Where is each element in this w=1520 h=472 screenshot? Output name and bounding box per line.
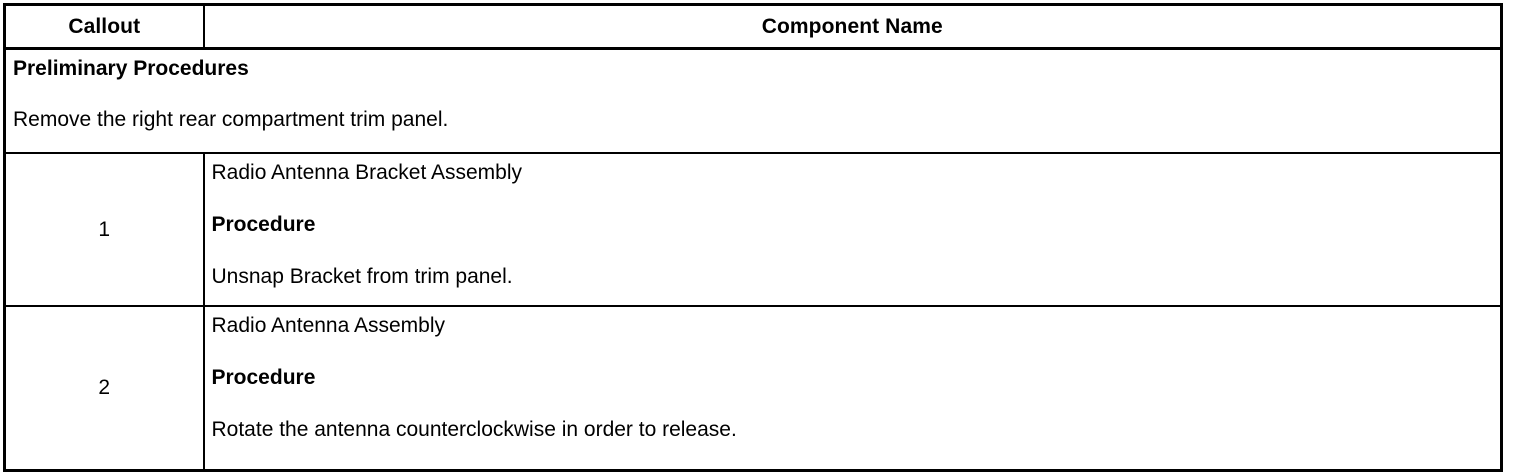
preliminary-procedures-row: Preliminary Procedures Remove the right … xyxy=(4,48,1502,154)
component-name: Radio Antenna Bracket Assembly xyxy=(211,161,523,184)
component-detail-cell: Radio Antenna Assembly Procedure Rotate … xyxy=(203,306,1502,471)
column-header-component-name: Component Name xyxy=(203,4,1502,50)
component-name: Radio Antenna Assembly xyxy=(211,314,445,337)
column-header-callout: Callout xyxy=(4,4,205,50)
procedure-text: Rotate the antenna counterclockwise in o… xyxy=(211,418,737,441)
procedure-text: Unsnap Bracket from trim panel. xyxy=(211,265,513,288)
procedure-label: Procedure xyxy=(211,213,316,236)
callout-number: 1 xyxy=(4,153,205,307)
procedure-label: Procedure xyxy=(211,366,316,389)
preliminary-procedures-cell: Preliminary Procedures Remove the right … xyxy=(4,48,1502,154)
preliminary-procedures-step: Remove the right rear compartment trim p… xyxy=(13,108,449,131)
table-row: 1 Radio Antenna Bracket Assembly Procedu… xyxy=(4,153,1502,307)
preliminary-procedures-title: Preliminary Procedures xyxy=(13,57,249,80)
table-row: 2 Radio Antenna Assembly Procedure Rotat… xyxy=(4,306,1502,471)
component-table-page: Callout Component Name Preliminary Proce… xyxy=(3,3,1503,472)
callout-number: 2 xyxy=(4,306,205,471)
component-callout-table: Callout Component Name Preliminary Proce… xyxy=(3,3,1503,472)
component-detail-cell: Radio Antenna Bracket Assembly Procedure… xyxy=(203,153,1502,307)
table-header-row: Callout Component Name xyxy=(4,4,1502,50)
